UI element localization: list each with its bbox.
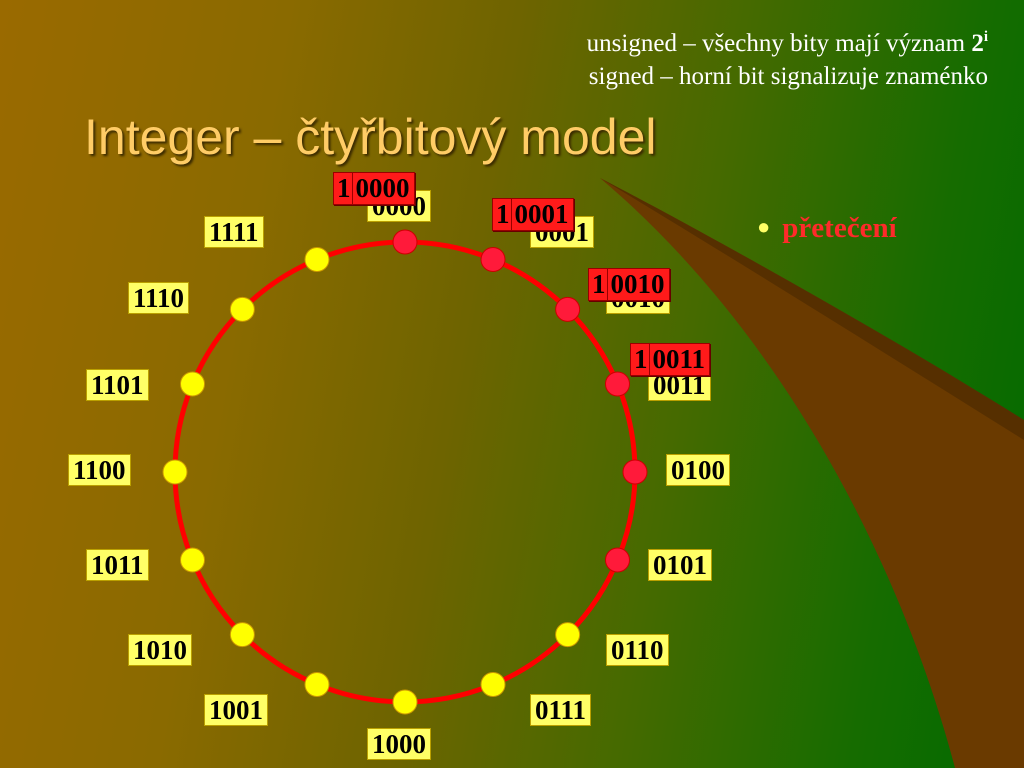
ring-dot-1001 [304, 671, 330, 697]
ring-dot-1000 [392, 689, 418, 715]
ring-dots [162, 229, 648, 715]
unsigned-description: unsigned – všechny bity mají význam 2i [587, 22, 988, 59]
ring-dot-0010 [555, 296, 581, 322]
carry-bit: 1 [589, 269, 608, 300]
bullet-item: ● přetečení [757, 212, 897, 245]
slide-title: Integer – čtyřbitový model [84, 109, 657, 165]
bit-label-1111: 1111 [204, 216, 264, 248]
bit-label-1110: 1110 [128, 282, 190, 314]
ring-dot-0101 [604, 547, 630, 573]
bit-label-1000: 1000 [367, 728, 431, 760]
ring-dot-0110 [555, 622, 581, 648]
bit-label-0111: 0111 [530, 694, 592, 726]
carry-bit: 1 [631, 344, 650, 375]
bit-label-0101: 0101 [648, 549, 712, 581]
overflow-value: 0000 [355, 173, 410, 203]
carry-bit: 1 [334, 173, 353, 204]
bit-label-1001: 1001 [204, 694, 268, 726]
unsigned-text: unsigned – všechny bity mají význam [586, 30, 972, 57]
ring-dot-0111 [480, 671, 506, 697]
bullet-text: přetečení [782, 212, 897, 244]
ring-dot-0000 [392, 229, 418, 255]
bit-label-1011: 1011 [86, 549, 149, 581]
overflow-value: 0001 [514, 199, 569, 229]
bit-label-1101: 1101 [86, 369, 149, 401]
bit-label-0100: 0100 [666, 454, 730, 486]
carry-bit: 1 [493, 199, 512, 230]
bullet-dot-icon: ● [757, 214, 771, 239]
ring-dot-1110 [229, 296, 255, 322]
ring-dot-0001 [480, 247, 506, 273]
overflow-value: 0011 [652, 344, 706, 374]
bit-label-1010: 1010 [128, 634, 192, 666]
signed-description: signed – horní bit signalizuje znaménko [588, 63, 988, 90]
power-base: 2 [971, 30, 984, 57]
ring-dot-1111 [304, 247, 330, 273]
bit-label-0110: 0110 [606, 634, 669, 666]
ring-dot-1011 [180, 547, 206, 573]
ring-dot-1010 [229, 622, 255, 648]
ring-dot-1100 [162, 459, 188, 485]
power-exponent: i [983, 29, 988, 45]
ring-dot-0011 [604, 371, 630, 397]
bit-label-1100: 1100 [68, 454, 131, 486]
ring-dot-1101 [180, 371, 206, 397]
ring-dot-0100 [622, 459, 648, 485]
overflow-value: 0010 [610, 269, 665, 299]
